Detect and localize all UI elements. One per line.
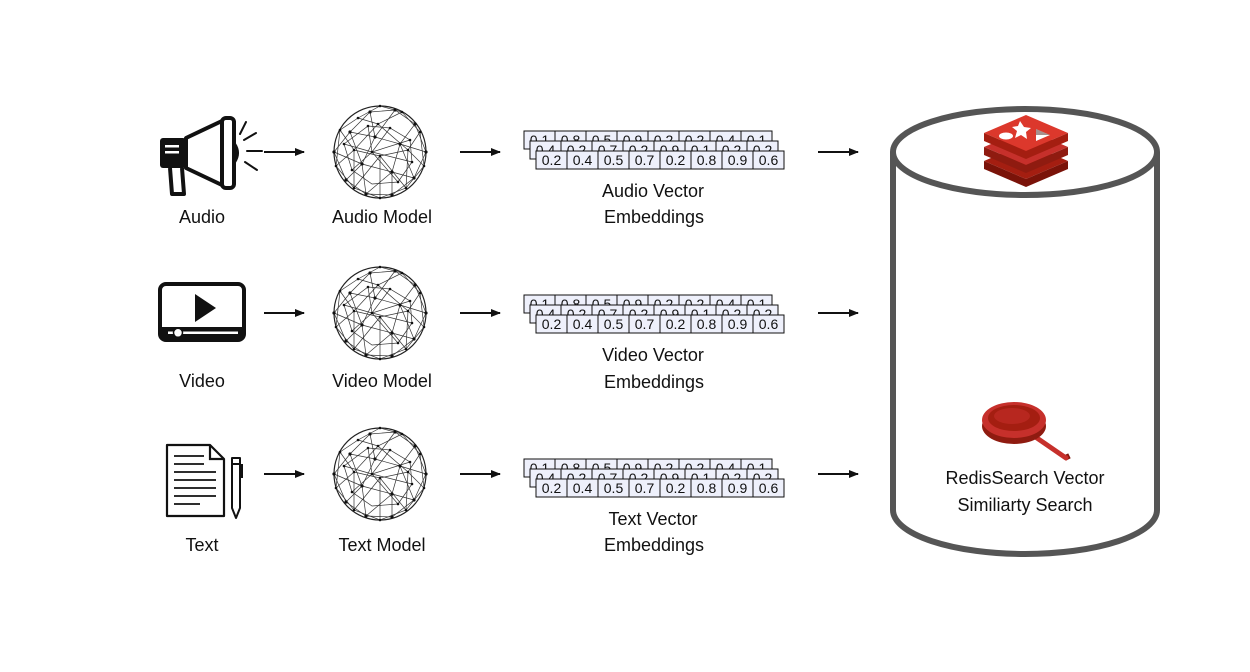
database-cylinder	[890, 106, 1160, 557]
vector-cell	[752, 314, 785, 334]
vector-layer: 0.2 0.4 0.5 0.7 0.2 0.8 0.9 0.6	[535, 150, 785, 170]
vector-value: 0.9	[728, 316, 748, 332]
vector-value: 0.6	[759, 152, 779, 168]
vector-value: 0.2	[542, 316, 562, 332]
model-label-audio: Audio Model	[332, 207, 432, 227]
vector-value: 0.9	[728, 152, 748, 168]
vector-cell	[752, 150, 785, 170]
vector-value: 0.5	[604, 480, 624, 496]
vector-value: 0.8	[697, 480, 717, 496]
embedding-label-video-line2: Embeddings	[604, 372, 704, 392]
vector-value: 0.7	[635, 480, 655, 496]
vector-layer: 0.2 0.4 0.5 0.7 0.2 0.8 0.9 0.6	[535, 314, 785, 334]
source-label-audio: Audio	[179, 207, 225, 227]
vector-value: 0.8	[697, 316, 717, 332]
vector-value: 0.9	[728, 480, 748, 496]
video-player-icon	[158, 282, 246, 342]
vector-value: 0.2	[666, 480, 686, 496]
model-label-video: Video Model	[332, 371, 432, 391]
embedding-label-text-line1: Text Vector	[608, 509, 697, 529]
vector-value: 0.8	[697, 152, 717, 168]
vector-value: 0.2	[666, 152, 686, 168]
vector-value: 0.2	[666, 316, 686, 332]
vector-value: 0.6	[759, 316, 779, 332]
megaphone-icon	[160, 116, 263, 196]
vector-value: 0.4	[573, 152, 593, 168]
vector-value: 0.2	[542, 152, 562, 168]
model-label-text: Text Model	[338, 535, 425, 555]
document-pen-icon	[165, 443, 243, 519]
neural-network-sphere-icon	[331, 104, 429, 200]
vector-value: 0.4	[573, 316, 593, 332]
source-label-text: Text	[185, 535, 218, 555]
neural-network-sphere-icon	[331, 265, 429, 361]
vector-value: 0.7	[635, 152, 655, 168]
embedding-label-text-line2: Embeddings	[604, 535, 704, 555]
vector-value: 0.2	[542, 480, 562, 496]
vector-cell	[752, 478, 785, 498]
embedding-label-audio-line2: Embeddings	[604, 207, 704, 227]
vector-value: 0.4	[573, 480, 593, 496]
embedding-label-audio-line1: Audio Vector	[602, 181, 704, 201]
vector-value: 0.6	[759, 480, 779, 496]
neural-network-sphere-icon	[331, 426, 429, 522]
vector-value: 0.5	[604, 316, 624, 332]
redis-logo-icon	[984, 115, 1068, 187]
embedding-label-video-line1: Video Vector	[602, 345, 704, 365]
database-label-line1: RedisSearch Vector	[945, 468, 1104, 488]
vector-value: 0.7	[635, 316, 655, 332]
magnifying-glass-icon	[982, 402, 1071, 461]
vector-layer: 0.2 0.4 0.5 0.7 0.2 0.8 0.9 0.6	[535, 478, 785, 498]
source-label-video: Video	[179, 371, 225, 391]
database-label-line2: Similiarty Search	[957, 495, 1092, 515]
vector-value: 0.5	[604, 152, 624, 168]
